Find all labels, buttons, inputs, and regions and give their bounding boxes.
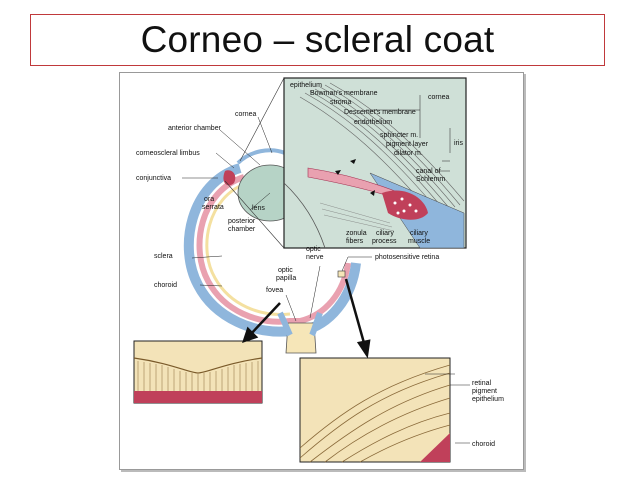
label-zonula-1: zonula <box>346 230 367 237</box>
flow-arrows <box>335 159 375 196</box>
optic-nerve-shape <box>285 322 317 354</box>
inset-ciliary-dots <box>393 197 418 215</box>
inset-zonula <box>319 202 395 232</box>
label-optic-nerve-1: optic <box>306 246 321 253</box>
label-optic-nerve-2: nerve <box>306 254 324 261</box>
label-pigment-layer: pigment layer <box>386 141 429 148</box>
label-cornea-bracket: cornea <box>428 94 450 101</box>
eye-diagram-svg: cornea anterior chamber corneoscleral li… <box>133 77 504 463</box>
tissue-arrows <box>242 278 371 359</box>
retina-pigment-corner <box>420 433 450 462</box>
inset-lens-edge <box>283 182 326 249</box>
label-choroid: choroid <box>154 282 177 289</box>
eye-diagram: cornea anterior chamber corneoscleral li… <box>119 72 524 470</box>
fovea-photoreceptors <box>137 361 259 391</box>
label-cornea: cornea <box>235 111 257 118</box>
label-dilator: dilator m. <box>394 150 423 157</box>
retina-frame <box>299 357 451 463</box>
label-canal-1: canal of <box>416 168 441 175</box>
label-ciliary-process-1: ciliary <box>376 230 394 237</box>
label-anterior-chamber: anterior chamber <box>168 125 222 132</box>
retina-marker <box>337 270 346 278</box>
leader-lines <box>182 95 470 444</box>
retina-tissue <box>299 357 451 463</box>
label-posterior-2: chamber <box>228 226 256 233</box>
retina-layer <box>205 181 291 316</box>
ciliary-body <box>223 170 236 186</box>
title-box: Corneo – scleral coat <box>30 14 605 66</box>
label-zonula-2: fibers <box>346 238 364 245</box>
label-iris: iris <box>454 140 463 147</box>
label-posterior-1: posterior <box>228 218 256 225</box>
label-epithelium: epithelium <box>290 82 322 89</box>
label-photosensitive-retina: photosensitive retina <box>375 254 439 261</box>
label-retinal-pigment-2: pigment <box>472 388 497 395</box>
cornea-inset <box>283 77 467 249</box>
label-ciliary-process-2: process <box>372 238 397 245</box>
label-ora-1: ora <box>204 196 214 203</box>
label-choroid-bottom: choroid <box>472 441 495 448</box>
label-conjunctiva: conjunctiva <box>136 175 171 182</box>
label-endothelium: endothelium <box>354 119 392 126</box>
retina-layers <box>299 364 451 463</box>
label-optic-papilla-2: papilla <box>276 275 296 282</box>
sclera-layer <box>183 163 361 337</box>
label-lens: lens <box>252 205 265 212</box>
label-ora-2: serrata <box>202 204 224 211</box>
slide-title: Corneo – scleral coat <box>140 19 495 60</box>
label-retinal-pigment-1: retinal <box>472 380 492 387</box>
inset-connectors <box>224 77 285 249</box>
fovea-tissue <box>133 340 263 404</box>
label-stroma: stroma <box>330 99 352 106</box>
cornea-shape <box>236 148 286 165</box>
label-sclera: sclera <box>154 253 173 260</box>
label-ciliary-muscle-2: muscle <box>408 238 430 245</box>
label-descemets: Descemet's membrane <box>344 109 416 116</box>
label-fovea: fovea <box>266 287 283 294</box>
fovea-pigment-band <box>134 391 262 403</box>
label-ciliary-muscle-1: ciliary <box>410 230 428 237</box>
label-sphincter: sphincter m. <box>380 132 418 139</box>
label-bowmans: Bowman's membrane <box>310 90 378 97</box>
choroid-layer <box>196 174 351 325</box>
label-retinal-pigment-3: epithelium <box>472 396 504 403</box>
label-corneoscleral-limbus: corneoscleral limbus <box>136 150 200 157</box>
labels: cornea anterior chamber corneoscleral li… <box>136 82 504 448</box>
label-canal-2: Schlemm <box>416 176 445 183</box>
label-optic-papilla-1: optic <box>278 267 293 274</box>
inset-ciliary-muscle <box>382 190 428 220</box>
